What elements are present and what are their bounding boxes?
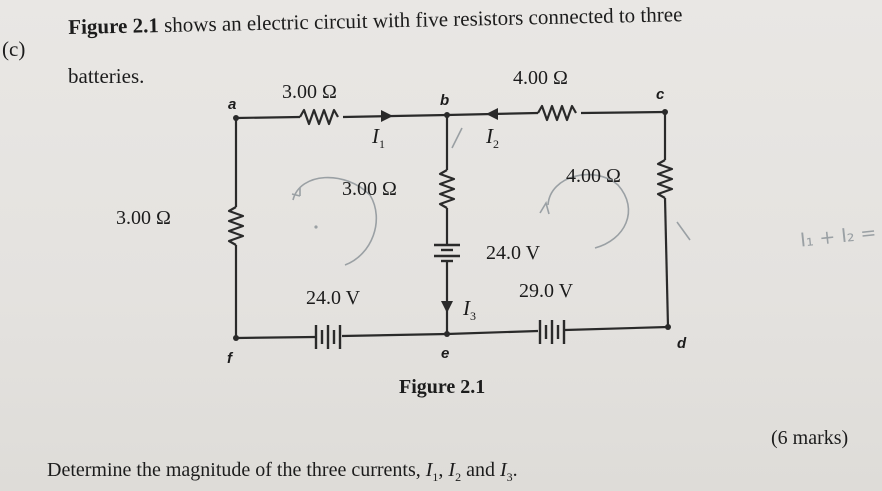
wire-a-resistor — [235, 115, 301, 120]
resistor-ab-symbol — [299, 108, 339, 126]
wire-battery-e — [446, 329, 539, 336]
wire-resistor-b — [342, 113, 448, 119]
node-e-dot — [444, 331, 450, 337]
wire-resistor-c — [580, 110, 666, 115]
battery-be-symbol — [434, 243, 460, 263]
part-label: (c) — [2, 37, 26, 61]
node-b-dot — [444, 112, 450, 118]
pencil-mark — [676, 221, 691, 241]
node-d-label: d — [677, 335, 687, 352]
pencil-tick — [451, 127, 463, 149]
arrow-I2 — [486, 108, 498, 120]
pencil-loop-left — [292, 176, 378, 266]
node-d-dot — [665, 324, 671, 330]
arrow-I1 — [381, 110, 393, 122]
battery-be-label: 24.0 V — [486, 242, 541, 264]
current-I3-label: I3 — [463, 296, 476, 324]
current-I1-label: I1 — [372, 124, 385, 152]
node-b-label: b — [440, 92, 450, 109]
figure-caption: Figure 2.1 — [399, 376, 486, 398]
marks-label: (6 marks) — [771, 427, 849, 449]
pencil-loop-right — [547, 173, 630, 249]
resistor-af-symbol — [227, 206, 245, 246]
node-e-label: e — [441, 345, 450, 362]
intro-line-2: batteries. — [68, 64, 145, 88]
pencil-dot — [314, 225, 318, 229]
node-f-label: f — [227, 350, 232, 367]
arrow-I3 — [441, 301, 453, 313]
battery-ed-label: 29.0 V — [519, 280, 574, 302]
wire-resistor-d — [663, 197, 670, 328]
resistor-bc-label: 4.00 Ω — [513, 67, 568, 89]
pencil-loop-right-arrow — [539, 200, 550, 215]
node-a-label: a — [228, 96, 237, 113]
question-prompt: Determine the magnitude of the three cur… — [47, 459, 518, 484]
resistor-cd-symbol — [656, 159, 674, 199]
node-a-dot — [233, 115, 239, 121]
node-c-label: c — [656, 86, 665, 103]
node-f-dot — [233, 335, 239, 341]
node-c-dot — [662, 109, 668, 115]
wire-battery-f — [235, 335, 316, 340]
current-I2-label: I2 — [486, 124, 499, 152]
battery-fe-symbol — [314, 325, 342, 349]
resistor-bc-symbol — [537, 104, 577, 122]
wire-d-battery — [564, 325, 669, 332]
wire-e-battery — [341, 332, 448, 338]
battery-ed-symbol — [538, 320, 566, 344]
pencil-loop-left-arrow — [291, 188, 301, 197]
resistor-cd-label: 4.00 Ω — [566, 165, 621, 187]
resistor-be-symbol — [438, 169, 456, 209]
resistor-ab-label: 3.00 Ω — [282, 81, 337, 103]
resistor-be-label: 3.00 Ω — [342, 178, 397, 200]
resistor-af-label: 3.00 Ω — [116, 207, 171, 229]
battery-fe-label: 24.0 V — [306, 287, 361, 309]
